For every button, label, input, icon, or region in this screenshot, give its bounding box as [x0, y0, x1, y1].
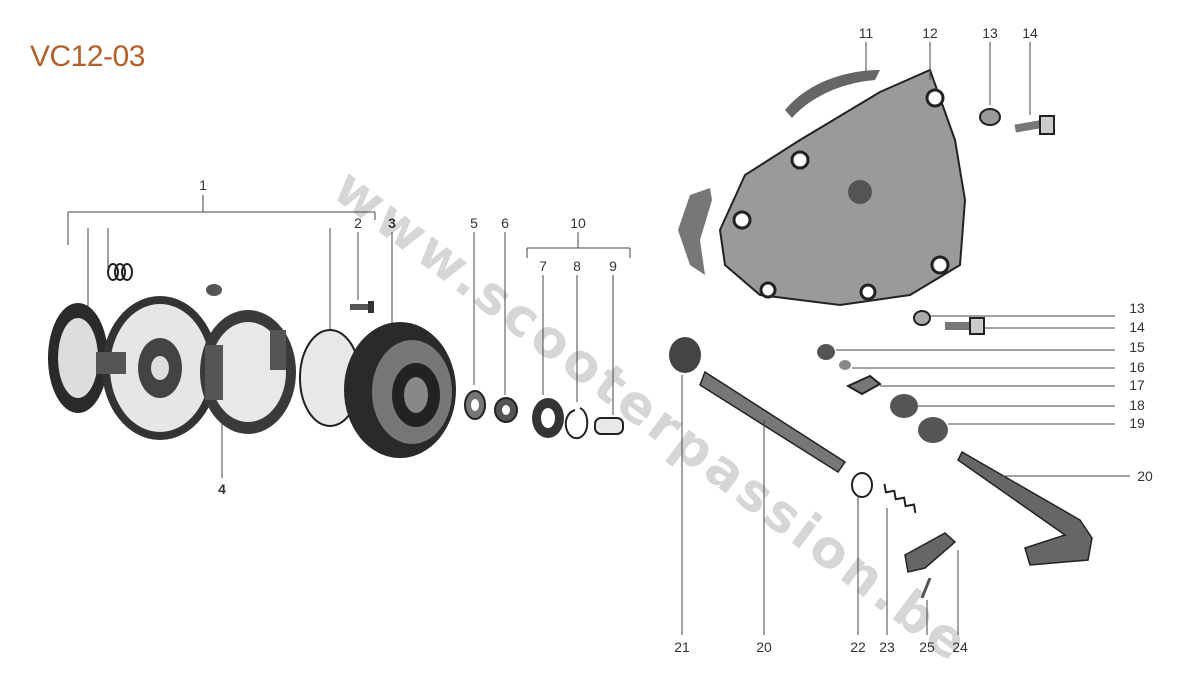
callout-10: 10: [570, 215, 586, 231]
callout-21: 21: [674, 639, 690, 655]
bearing-7: [532, 275, 564, 438]
callout-9: 9: [609, 258, 617, 274]
gasket-lower: [678, 188, 712, 275]
callout-24: 24: [952, 639, 968, 655]
small-nut: [206, 284, 222, 296]
kick-shaft-20: [699, 370, 847, 474]
callout-15: 15: [1129, 339, 1145, 355]
diagram-title: VC12-03: [30, 40, 145, 73]
clutch-gear: [96, 296, 218, 440]
nut-6: [494, 232, 518, 423]
callout-4: 4: [218, 481, 226, 497]
callout-22: 22: [850, 639, 866, 655]
pin-9: [594, 275, 624, 435]
kick-lever-20: [957, 450, 1093, 566]
bolt-2: [350, 301, 374, 313]
cover-12: [718, 68, 967, 307]
callout-13-right: 13: [1129, 300, 1145, 316]
bolt-14-right: [945, 317, 985, 335]
callout-5: 5: [470, 215, 478, 231]
washer-5: [464, 232, 486, 420]
callout-bracket-1: [67, 195, 376, 245]
spring-23: [883, 483, 917, 514]
callout-16: 16: [1129, 359, 1145, 375]
callout-20-bottom: 20: [756, 639, 772, 655]
callout-2: 2: [354, 215, 362, 231]
nut-13-right: [913, 310, 931, 326]
clutch-springs: [107, 263, 133, 281]
callout-14-right: 14: [1129, 319, 1145, 335]
callout-25: 25: [919, 639, 935, 655]
callout-1: 1: [199, 177, 207, 193]
cap-21: [669, 337, 701, 373]
callout-6: 6: [501, 215, 509, 231]
callout-18: 18: [1129, 397, 1145, 413]
gasket-11: [785, 70, 880, 118]
parts-15-19: [817, 344, 1115, 443]
callout-3: 3: [388, 215, 396, 231]
callout-12: 12: [922, 25, 938, 41]
clutch-housing: [200, 310, 296, 434]
nut-13-top: [979, 108, 1001, 126]
callout-23: 23: [879, 639, 895, 655]
circlip-8: [564, 275, 589, 440]
callout-13-top: 13: [982, 25, 998, 41]
lever-24: [904, 532, 957, 573]
callout-17: 17: [1129, 377, 1145, 393]
callout-7: 7: [539, 258, 547, 274]
bolt-14-top: [1014, 115, 1055, 135]
callout-bracket-10: [526, 232, 631, 258]
clutch-drum: [344, 322, 456, 458]
callout-14-top: 14: [1022, 25, 1038, 41]
callout-19: 19: [1129, 415, 1145, 431]
callout-8: 8: [573, 258, 581, 274]
callout-11: 11: [859, 25, 874, 41]
callout-20-right: 20: [1137, 468, 1153, 484]
pin-25: [920, 577, 932, 599]
circlip-22: [851, 472, 873, 498]
